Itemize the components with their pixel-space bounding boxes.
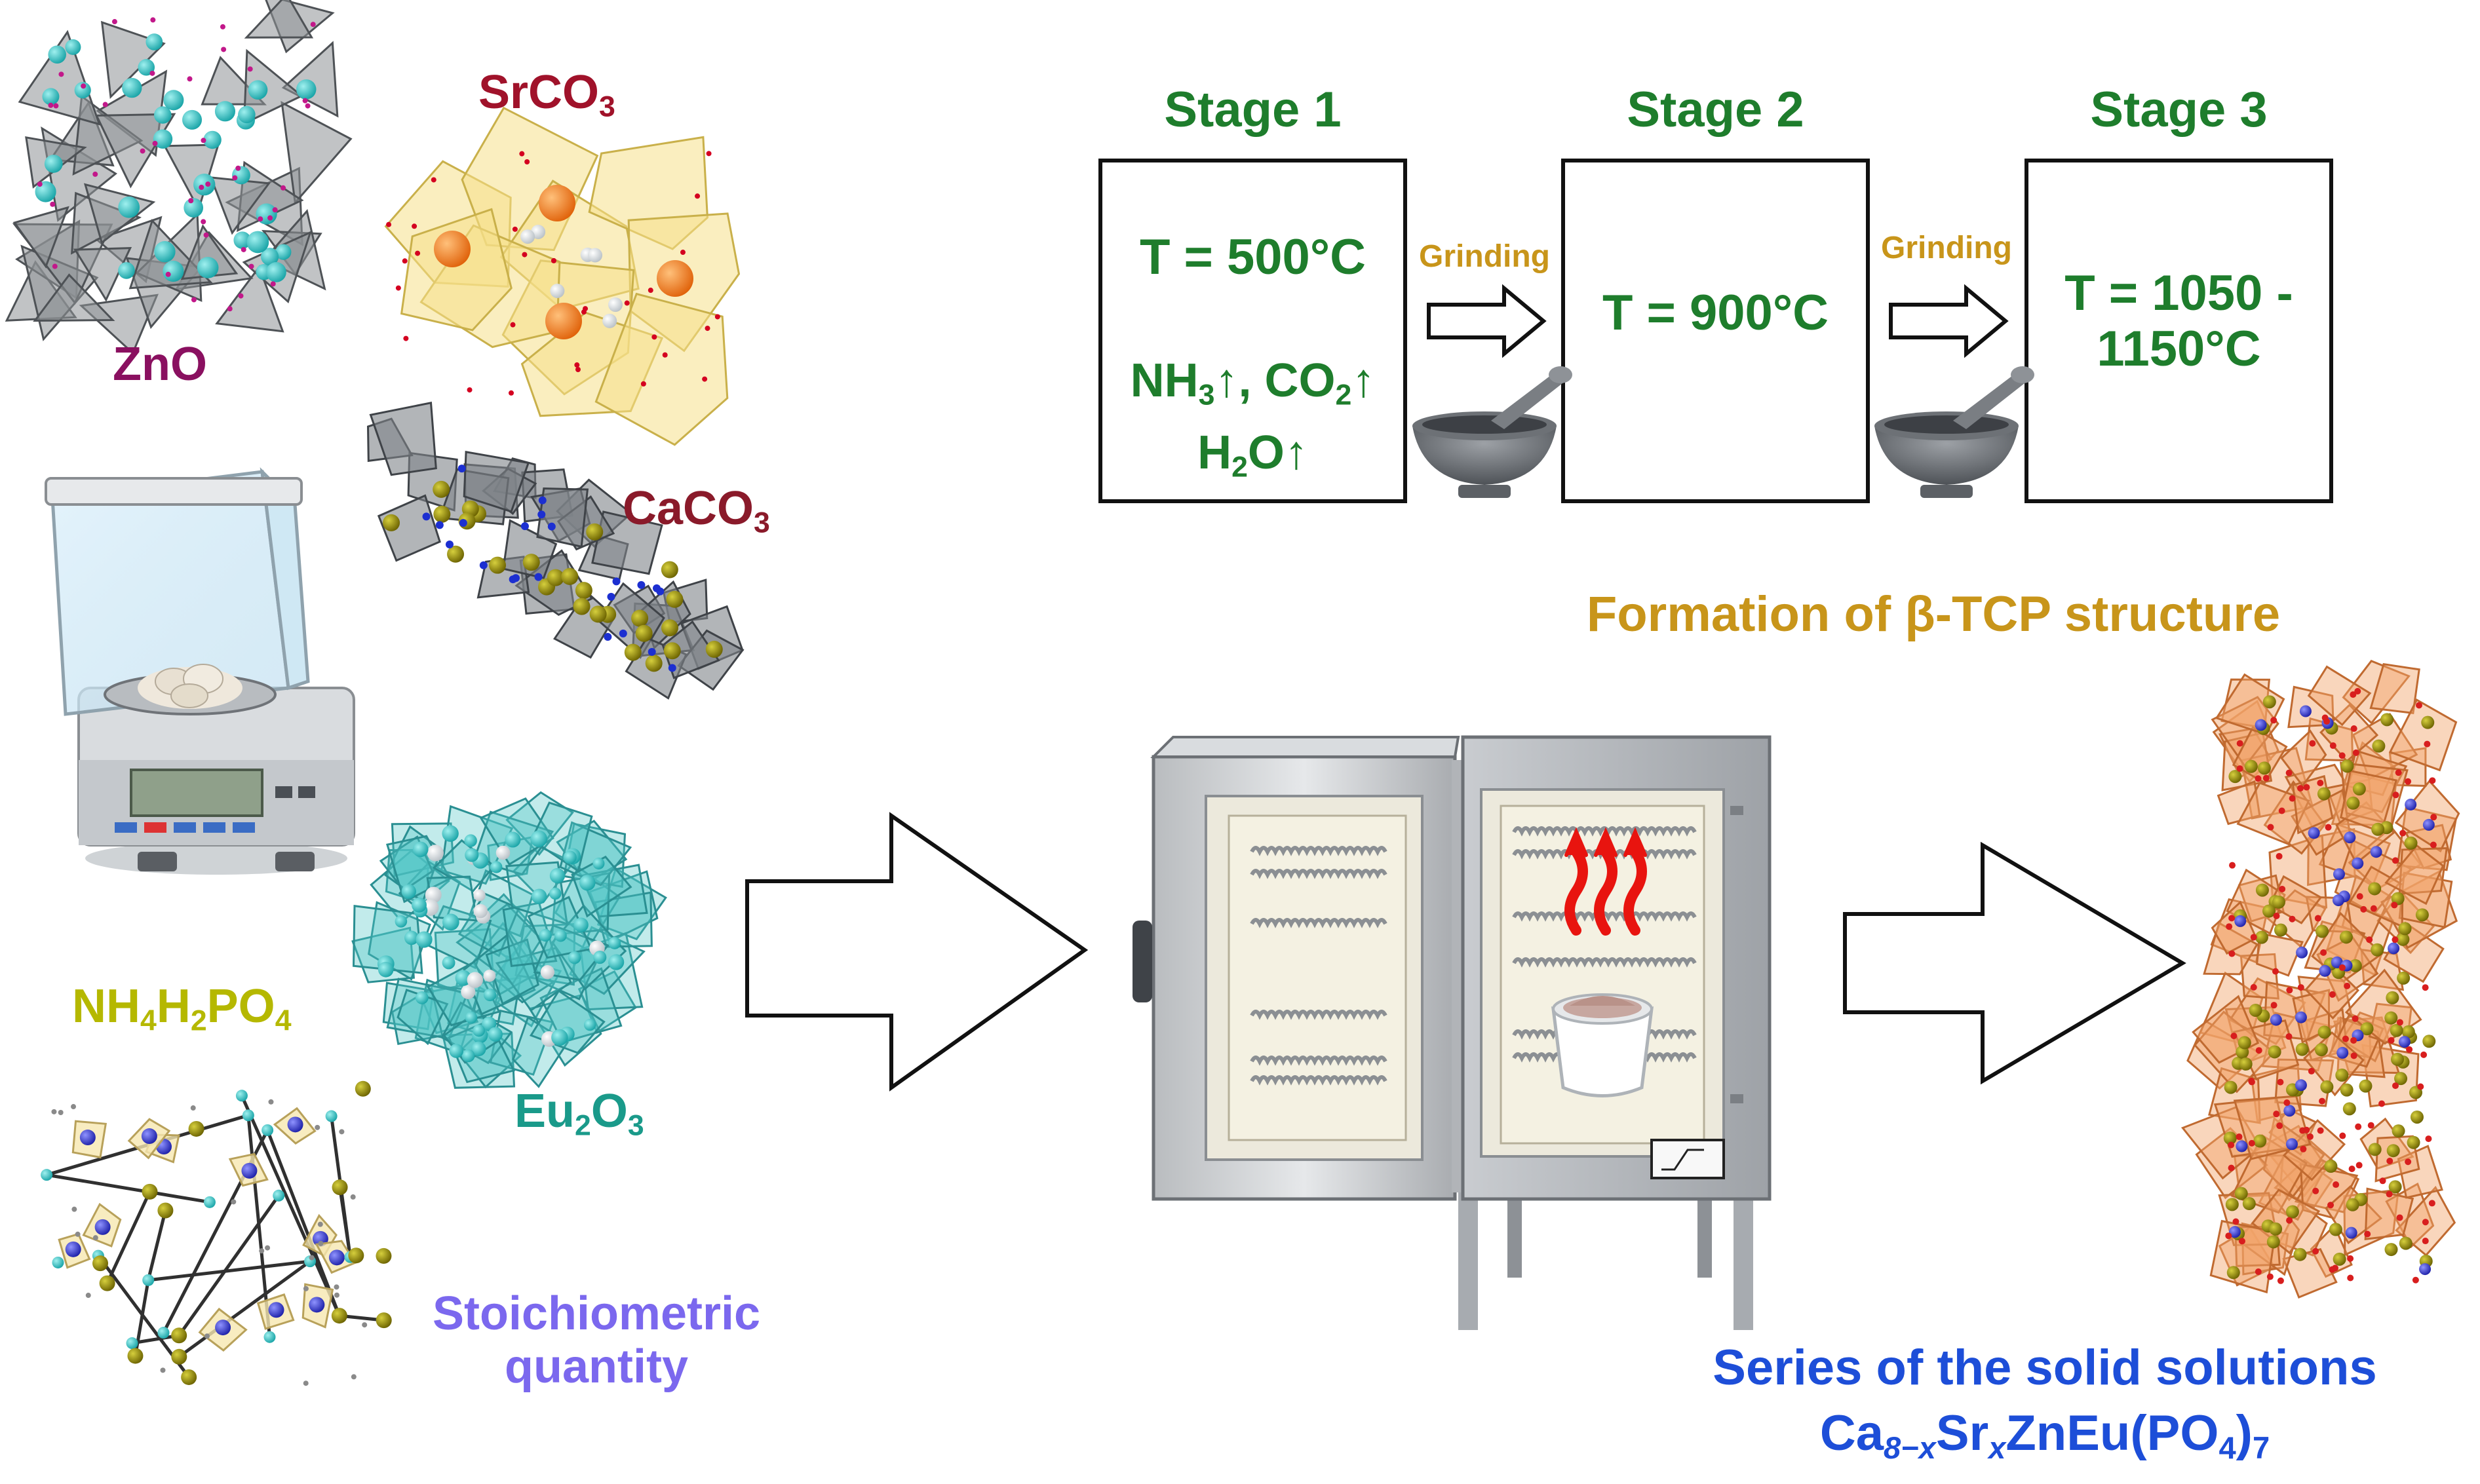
nh4h2po4-label: NH4H2PO4 xyxy=(72,980,292,1037)
process-arrow-icon xyxy=(1843,841,2186,1085)
stage-boxes xyxy=(1098,159,2333,503)
stoichiometric-quantity-label: Stoichiometric quantity xyxy=(432,1287,761,1393)
zno-label: ZnO xyxy=(113,338,207,390)
stage-2-title: Stage 2 xyxy=(1627,82,1804,138)
srco3-label: SrCO3 xyxy=(478,66,615,123)
analytical-balance-icon xyxy=(45,467,355,875)
process-arrow-icon xyxy=(745,812,1089,1092)
stage-1-gases-line2: H2O↑ xyxy=(1197,427,1308,484)
grinding-label-1: Grinding xyxy=(1419,239,1550,274)
stage-1-title: Stage 1 xyxy=(1164,82,1342,138)
crucible-icon xyxy=(1551,993,1654,1097)
grinding-arrow-1-icon xyxy=(1427,284,1547,358)
grinding-label-2: Grinding xyxy=(1881,231,2012,265)
beta-tcp-structure-icon xyxy=(2180,659,2460,1299)
stage-2-box xyxy=(1561,159,1870,503)
stage-1-box xyxy=(1098,159,1407,503)
stage-1-temperature: T = 500°C xyxy=(1139,229,1366,285)
muffle-furnace-icon xyxy=(1133,735,1772,1330)
grinding-arrow-2-icon xyxy=(1889,284,2009,358)
srco3-crystal-icon xyxy=(384,106,741,446)
stage-3-box xyxy=(2025,159,2333,503)
eu2o3-crystal-icon xyxy=(351,791,667,1089)
mortar-pestle-icon xyxy=(1412,366,1572,498)
eu2o3-label: Eu2O3 xyxy=(514,1085,644,1142)
stage-1-gases-line1: NH3↑, CO2↑ xyxy=(1130,354,1376,411)
caco3-label: CaCO3 xyxy=(623,482,770,539)
stage-2-temperature: T = 900°C xyxy=(1602,285,1829,341)
stage-3-title: Stage 3 xyxy=(2090,82,2268,138)
caco3-crystal-icon xyxy=(366,401,745,700)
stage-3-temperature-line1: T = 1050 - xyxy=(2064,265,2293,321)
heat-waves-icon xyxy=(1564,827,1647,936)
series-formula: Ca8−xSrxZnEu(PO4)7 xyxy=(1819,1405,2270,1466)
stage-3-temperature-line2: 1150°C xyxy=(2097,321,2261,377)
mortar-pestle-icon xyxy=(1874,366,2034,498)
nh4h2po4-molecule-icon xyxy=(41,1080,392,1386)
formation-label: Formation of β-TCP structure xyxy=(1586,586,2281,642)
series-label: Series of the solid solutions xyxy=(1713,1340,2377,1396)
zno-crystal-icon xyxy=(5,0,353,355)
